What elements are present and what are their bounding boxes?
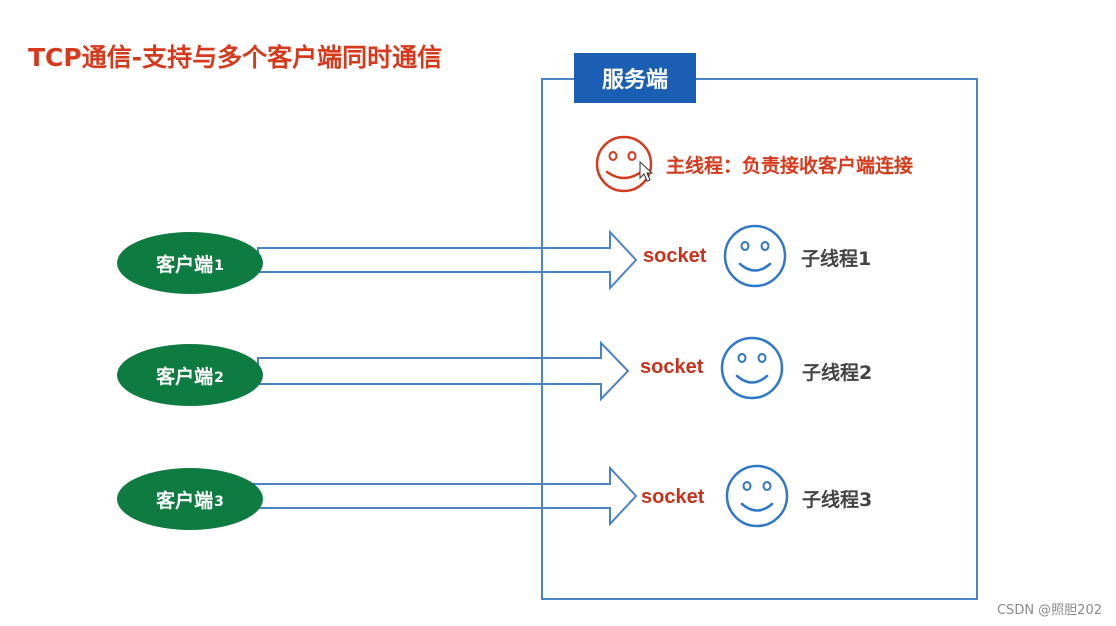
client-2-label: 客户端	[156, 365, 214, 388]
arrow-client-3	[249, 465, 638, 527]
thread-3-label: 子线程3	[802, 489, 873, 511]
client-2-number: 2	[214, 370, 224, 386]
main-thread-label: 主线程：负责接收客户端连接	[666, 155, 914, 177]
client-3-number: 3	[214, 494, 224, 510]
thread-1-label: 子线程1	[801, 248, 872, 270]
client-1-number: 1	[214, 258, 224, 274]
arrow-client-2	[257, 340, 630, 402]
client-1-label: 客户端	[156, 253, 214, 276]
thread-3-smiley-icon	[725, 464, 789, 528]
socket-3-label: socket	[641, 486, 705, 508]
main-thread-smiley-icon	[595, 135, 653, 193]
client-3-label: 客户端	[156, 489, 214, 512]
watermark: CSDN @照胆202	[996, 603, 1102, 618]
socket-2-label: socket	[640, 356, 704, 378]
socket-1-label: socket	[643, 245, 707, 267]
mouse-cursor-icon	[639, 160, 654, 182]
thread-2-smiley-icon	[720, 336, 784, 400]
thread-2-label: 子线程2	[802, 362, 873, 384]
diagram-title: TCP通信-支持与多个客户端同时通信	[28, 43, 443, 72]
server-label: 服务端	[574, 53, 696, 103]
server-box	[541, 78, 978, 600]
arrow-client-1	[257, 229, 638, 291]
thread-1-smiley-icon	[723, 224, 787, 288]
